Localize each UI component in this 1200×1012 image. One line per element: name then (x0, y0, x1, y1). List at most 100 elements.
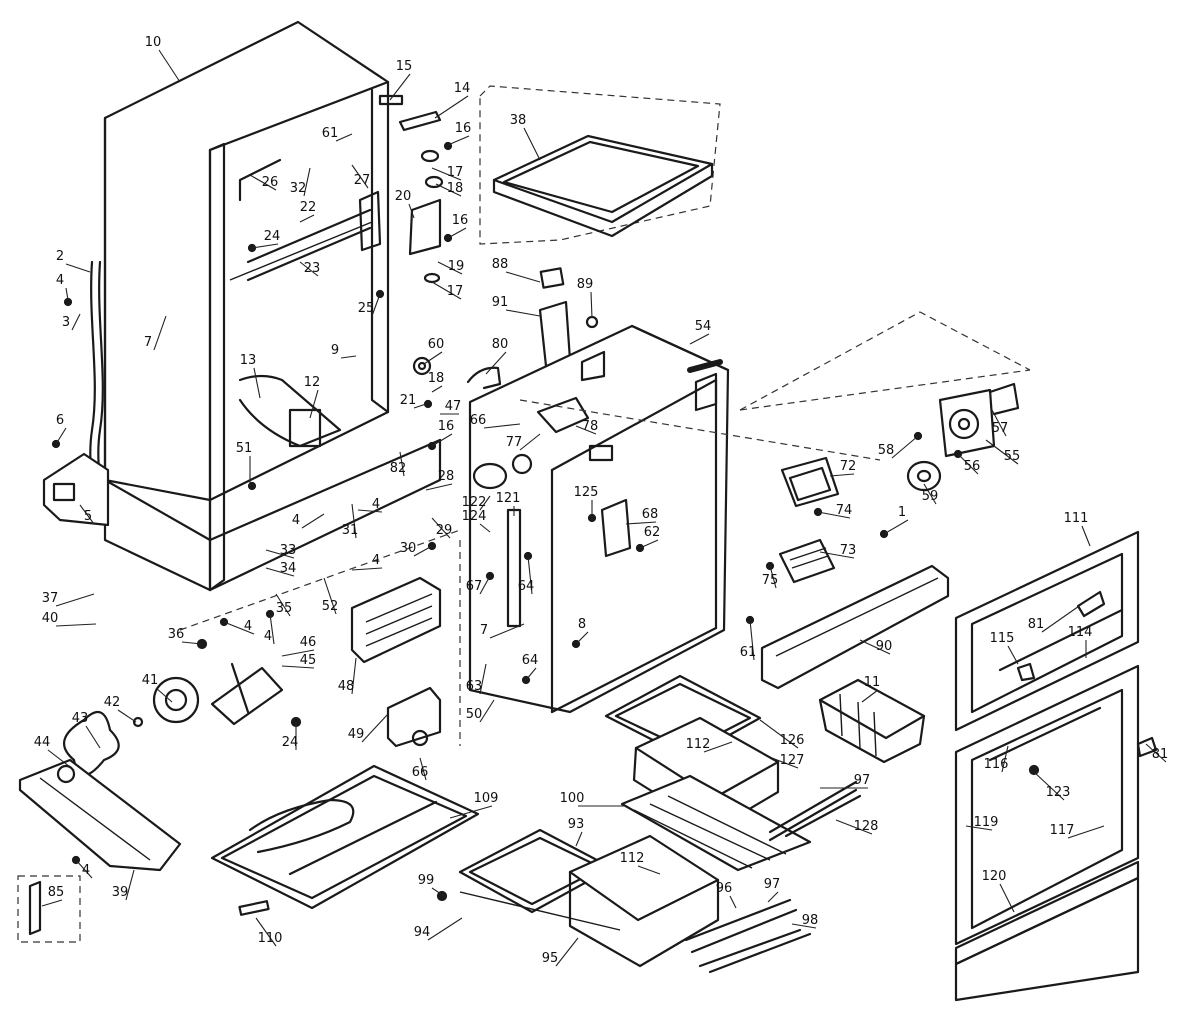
part-label-l29: 29 (436, 523, 453, 538)
leader-line-l18a (435, 183, 462, 197)
leader-line-l38 (523, 127, 541, 161)
leader-line-l48 (351, 657, 357, 695)
part-label-l60: 60 (428, 337, 445, 352)
part-label-l99: 99 (418, 873, 435, 888)
leader-line-l4a (65, 287, 69, 301)
part-label-l125: 125 (574, 485, 599, 500)
leader-line-l63 (479, 663, 487, 695)
part-label-l80: 80 (492, 337, 509, 352)
crisper-cover-rail (760, 564, 950, 690)
part-label-l26: 26 (262, 175, 279, 190)
part-label-l16b: 16 (452, 213, 469, 228)
part-label-l52: 52 (322, 599, 339, 614)
part-label-l2: 2 (56, 249, 64, 264)
part-label-l100: 100 (560, 791, 585, 806)
leader-line-l127 (771, 757, 799, 769)
part-label-l25: 25 (358, 301, 375, 316)
leader-line-l111 (1081, 525, 1091, 547)
leader-line-l30 (413, 545, 433, 557)
part-label-l17a: 17 (447, 165, 464, 180)
part-label-l4g: 4 (82, 863, 90, 878)
part-label-l123: 123 (1046, 785, 1071, 800)
leader-line-l17b (431, 281, 462, 300)
leader-line-l98 (791, 923, 817, 929)
leader-line-l64a (527, 555, 533, 595)
condenser-fan-motor (63, 662, 284, 777)
leader-line-l23 (299, 261, 319, 277)
shelf-rack-100 (620, 774, 812, 872)
crisper-lower (436, 828, 720, 968)
part-label-l41: 41 (142, 673, 159, 688)
part-label-l91: 91 (492, 295, 509, 310)
front-grille (350, 576, 442, 748)
part-label-l62: 62 (644, 525, 661, 540)
part-label-l89: 89 (577, 277, 594, 292)
part-label-l4c: 4 (372, 497, 380, 512)
part-label-l20: 20 (395, 189, 412, 204)
leader-line-l27 (351, 164, 369, 189)
leader-line-l28 (425, 483, 453, 491)
part-label-l16a: 16 (455, 121, 472, 136)
part-label-l31: 31 (342, 523, 359, 538)
part-label-l95: 95 (542, 951, 559, 966)
part-label-l82: 82 (390, 461, 407, 476)
leader-line-l59 (923, 483, 937, 505)
leader-line-l5 (79, 504, 95, 525)
part-label-l4a: 4 (56, 273, 64, 288)
part-label-l67: 67 (466, 579, 483, 594)
leader-line-l57 (991, 409, 1007, 437)
leader-line-l45 (281, 665, 315, 669)
drain-pan (210, 764, 480, 910)
leader-line-l4d (351, 567, 383, 571)
part-label-l7b: 7 (480, 623, 488, 638)
part-label-l50: 50 (466, 707, 483, 722)
leader-line-l7b (489, 623, 525, 639)
leader-line-l72 (829, 473, 855, 477)
leader-line-l85 (41, 899, 63, 907)
leader-line-l90 (859, 639, 891, 655)
part-label-l6: 6 (56, 413, 64, 428)
leader-line-l88 (505, 271, 541, 283)
leader-line-l68 (625, 521, 657, 525)
leader-line-l2 (65, 263, 91, 273)
part-label-l40: 40 (42, 611, 59, 626)
part-label-l23: 23 (304, 261, 321, 276)
leader-line-l60 (423, 351, 443, 365)
part-label-l36: 36 (168, 627, 185, 642)
leader-line-l120 (999, 883, 1015, 913)
leader-line-l40 (55, 623, 97, 627)
part-label-l47: 47 (445, 399, 462, 414)
leader-line-l61a (335, 133, 353, 142)
leader-line-l112b (637, 865, 661, 875)
leader-line-l80 (485, 351, 507, 375)
part-label-l35: 35 (276, 601, 293, 616)
leader-line-l8 (575, 631, 589, 645)
part-label-l57: 57 (992, 421, 1009, 436)
part-label-l75: 75 (762, 573, 779, 588)
part-label-l81b: 81 (1152, 747, 1169, 762)
leader-line-l97b (767, 891, 779, 903)
part-label-l4e: 4 (244, 619, 252, 634)
leader-line-l93 (575, 831, 583, 847)
part-label-l112a: 112 (686, 737, 711, 752)
part-label-l7a: 7 (144, 335, 152, 350)
part-label-l28: 28 (438, 469, 455, 484)
leader-line-l62 (639, 539, 659, 549)
part-label-l17b: 17 (447, 284, 464, 299)
part-label-l49: 49 (348, 727, 365, 742)
leader-line-l6 (55, 427, 67, 445)
leader-line-l64b (525, 667, 537, 681)
leader-line-l116 (1001, 745, 1009, 773)
part-label-l12: 12 (304, 375, 321, 390)
leader-line-l81b (1145, 743, 1167, 763)
leader-line-l54 (689, 333, 710, 345)
leader-line-l89 (590, 291, 593, 319)
part-label-l21: 21 (400, 393, 417, 408)
part-label-l97b: 97 (764, 877, 781, 892)
leader-line-l9 (340, 355, 357, 359)
leader-line-l7a (153, 315, 167, 351)
rails-96-98 (684, 898, 812, 974)
leader-line-l10 (158, 49, 181, 83)
leader-line-l82 (399, 451, 405, 477)
